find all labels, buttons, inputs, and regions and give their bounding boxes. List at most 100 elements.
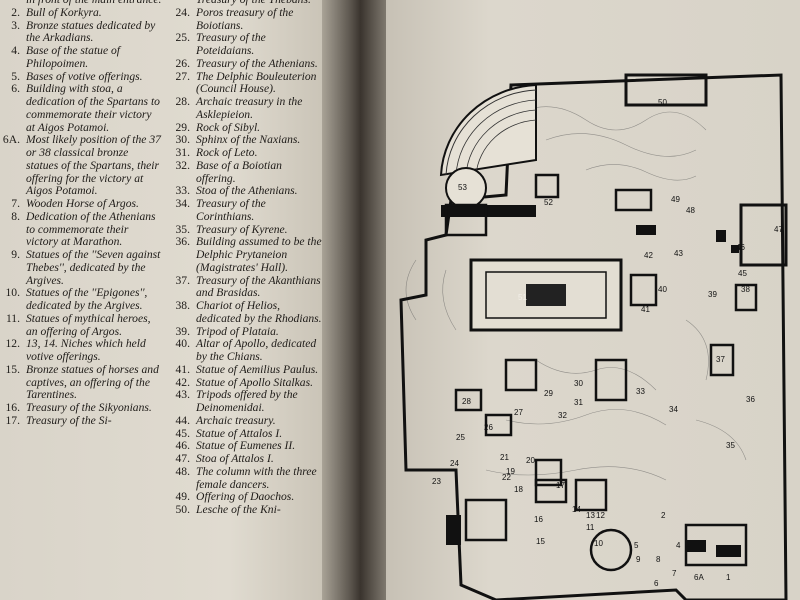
- plan-label-3: 3: [686, 545, 691, 554]
- legend-entry-number: 44.: [175, 413, 191, 427]
- plan-label-7: 7: [672, 569, 677, 578]
- plan-label-44: 44: [716, 234, 725, 243]
- legend-entry: 32.Base of a Boiotian offering.: [172, 158, 322, 186]
- legend-entry-number: 27.: [175, 69, 191, 83]
- legend-entry-number: 11.: [5, 311, 20, 325]
- legend-entry: 33.Stoa of the Athenians.: [172, 184, 322, 198]
- legend-entry-text: The column with the three female dancers…: [196, 464, 317, 491]
- legend-entry-text: Base of the statue of Philopoimen.: [26, 44, 121, 70]
- legend-entry-text: Rock of Sibyl.: [196, 120, 261, 134]
- legend-entry-number: 3.: [11, 18, 20, 32]
- plan-label-46: 46: [736, 243, 745, 252]
- legend-entry-text: Statues of mythical heroes, an offering …: [26, 311, 151, 338]
- plan-label-45: 45: [738, 269, 747, 278]
- plan-label-40: 40: [658, 285, 667, 294]
- plan-label-29: 29: [544, 389, 553, 398]
- legend-entry-number: 8.: [11, 209, 20, 223]
- site-plan-labels: 53 52 50 49 47 48 46 44 42 43 45 40 38 3…: [432, 98, 783, 588]
- legend-entry-text: Wooden Horse of Argos.: [26, 197, 139, 210]
- legend-entry-number: 6.: [11, 82, 20, 96]
- legend-entry-number: 12.: [5, 337, 21, 351]
- legend-entry-number: 50.: [175, 503, 191, 516]
- plan-label-30: 30: [574, 379, 583, 388]
- plan-label-32: 32: [558, 411, 567, 420]
- legend-entry: 38. Chariot of Helios, dedicated by the R…: [172, 299, 322, 326]
- legend-entry-number: 26.: [175, 56, 191, 70]
- legend-entry-text: Tripods offered by the Deinomenidai.: [196, 388, 298, 414]
- legend-entry-text: Statues of the ''Seven against Thebes'',…: [26, 248, 161, 287]
- legend-entry-number: 6A.: [2, 133, 20, 147]
- legend-entry-number: 41.: [175, 362, 191, 376]
- legend-entry: 5.Bases of votive offerings.: [2, 70, 162, 84]
- legend-entry: 49. Offering of Daochos.: [172, 490, 322, 504]
- legend-entry-text: Dedication of the Athenians to commemora…: [26, 209, 156, 249]
- legend-entry-number: 49.: [175, 490, 191, 504]
- legend-entry-text: Treasury of Kyrene.: [196, 222, 288, 236]
- legend-entry-number: 31.: [175, 146, 191, 159]
- legend-entry: 24.Poros treasury of the Boiotians.: [172, 5, 322, 33]
- legend-entry: 10.Statues of the ''Epigones'', dedicate…: [2, 286, 162, 313]
- legend-entry-number: 15.: [5, 362, 21, 376]
- plan-label-11: 11: [586, 523, 595, 532]
- legend-entry: 34.Treasury of the Corinthians.: [172, 197, 322, 224]
- plan-label-2: 2: [661, 511, 666, 520]
- legend-entry-text: Archaic treasury in the Asklepieion.: [196, 95, 303, 121]
- legend-entry-text: Treasury of the Sikyonians.: [26, 401, 152, 414]
- plan-label-47: 47: [774, 225, 783, 234]
- plan-label-19: 19: [506, 467, 515, 476]
- plan-label-4: 4: [676, 541, 681, 550]
- legend-entry-number: 36.: [175, 235, 191, 249]
- plan-label-17: 17: [556, 481, 565, 490]
- legend-entry-number: 24.: [175, 5, 191, 19]
- legend-entry-number: 16.: [5, 401, 21, 414]
- legend-entry-number: 17.: [5, 413, 21, 427]
- legend-entry: 25.Treasury of the Poteidaians.: [172, 31, 322, 58]
- legend-entry-number: 25.: [175, 31, 191, 45]
- legend-entry-number: 38.: [175, 299, 191, 312]
- plan-label-13: 13: [586, 511, 595, 520]
- plan-label-16: 16: [534, 515, 543, 524]
- legend-entry: 3.Bronze statues dedicated by the Arkadi…: [2, 18, 162, 46]
- legend-entry: 36.Building assumed to be the Delphic Pr…: [172, 235, 322, 274]
- plan-label-34: 34: [669, 405, 678, 414]
- plan-label-43: 43: [674, 249, 683, 258]
- legend-entry: 12.13, 14. Niches which held votive offe…: [2, 337, 162, 364]
- legend-entry: 7.Wooden Horse of Argos.: [2, 197, 162, 211]
- plan-label-41: 41: [641, 305, 650, 314]
- legend-entry-text: Archaic treasury.: [196, 413, 276, 427]
- legend-entry-text: Tripod of Plataia.: [196, 324, 279, 338]
- legend-entry-text: Treasury of the Athenians.: [196, 56, 318, 70]
- plan-label-12: 12: [596, 511, 605, 520]
- legend-entry: 41. Statue of Aemilius Paulus.: [172, 362, 322, 377]
- legend-entry-number: 35.: [175, 222, 191, 236]
- plan-label-52: 52: [544, 198, 553, 207]
- legend-entry-number: 33.: [175, 184, 191, 198]
- legend-entry: 28.Archaic treasury in the Asklepieion.: [172, 95, 322, 122]
- plan-label-33: 33: [636, 387, 645, 396]
- legend-entry-text: Statue of Apollo Sitalkas.: [196, 375, 314, 389]
- plan-label-35: 35: [726, 441, 735, 450]
- legend-entry-text: Statue of Aemilius Paulus.: [196, 362, 319, 376]
- legend-entry: 43.Tripods offered by the Deinomenidai.: [172, 388, 322, 415]
- legend-entry-text: Chariot of Helios, dedicated by the Rhod…: [196, 299, 322, 325]
- plan-label-20: 20: [526, 456, 535, 465]
- book-gutter: [322, 0, 392, 600]
- legend-entry: 6. Building with stoa, a dedication of th…: [2, 82, 162, 134]
- legend-entry-number: 10.: [5, 286, 21, 300]
- legend-entry: Treasury of the Thebans.: [172, 0, 322, 7]
- lesche-building: [624, 73, 708, 107]
- plan-label-21: 21: [500, 453, 509, 462]
- plan-label-14: 14: [572, 505, 581, 514]
- legend-entry: 46.Statue of Eumenes II.: [172, 439, 322, 453]
- legend-entry-text: Offering of Daochos.: [196, 490, 295, 504]
- site-plan-terrain: [405, 106, 747, 481]
- plan-label-24: 24: [450, 459, 459, 468]
- legend-entry: in front of the main entrance.: [2, 0, 162, 7]
- plan-label-53: 53: [458, 183, 467, 192]
- legend-entry-number: 37.: [175, 273, 191, 287]
- legend-entry: 37.Treasury of the Akanthians and Brasid…: [172, 273, 322, 301]
- legend-entry-text: Building with stoa, a dedication of the …: [26, 82, 160, 134]
- legend-entry: 48.The column with the three female danc…: [172, 464, 322, 492]
- legend-entry-number: 32.: [175, 158, 191, 172]
- legend-entry: 45.Statue of Attalos I.: [172, 427, 322, 441]
